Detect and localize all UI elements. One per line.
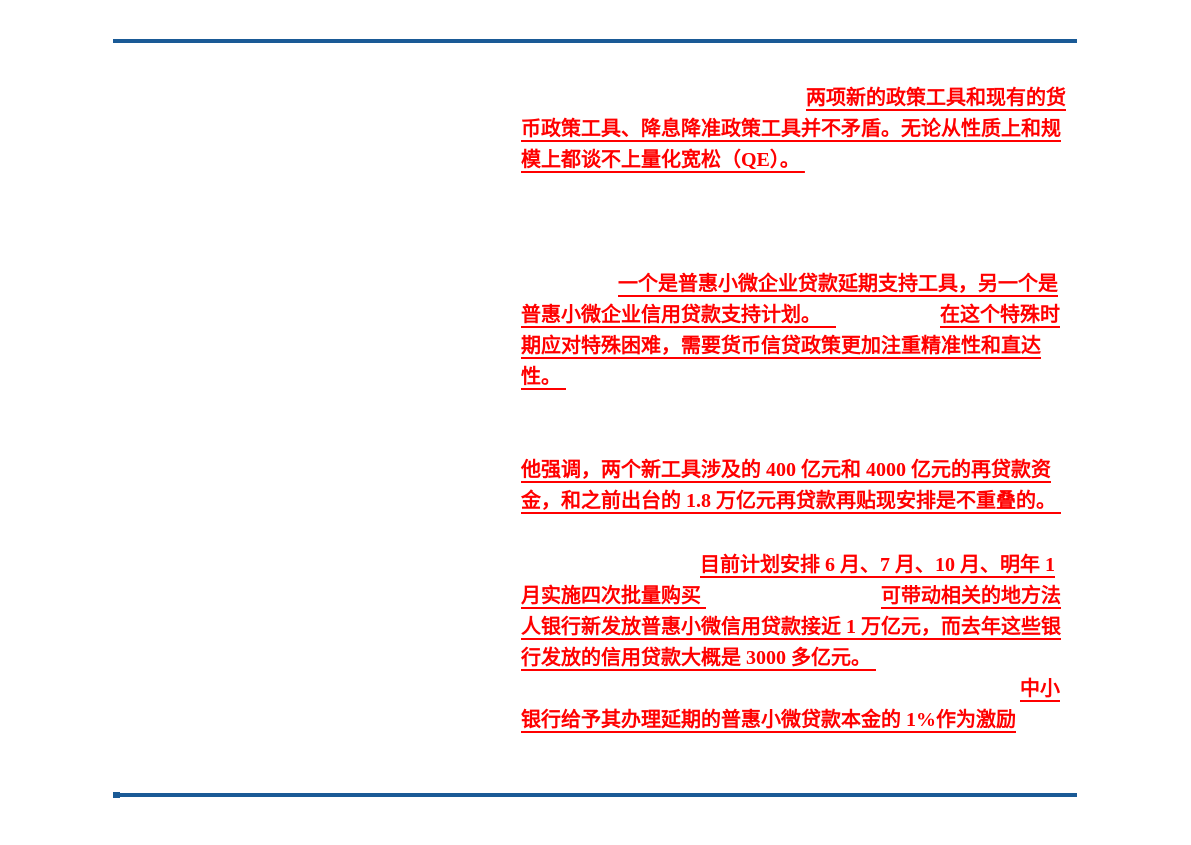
red-text-segment: 月实施四次批量购买 bbox=[521, 585, 706, 607]
red-text-segment: 期应对特殊困难，需要货币信贷政策更加注重精准性和直达 bbox=[521, 335, 1041, 357]
red-text-segment: 普惠小微企业信用贷款支持计划。 bbox=[521, 304, 836, 326]
red-text-segment: 银行给予其办理延期的普惠小微贷款本金的 1%作为激励 bbox=[521, 709, 1016, 731]
red-text-segment: 模上都谈不上量化宽松（QE）。 bbox=[521, 149, 805, 171]
red-text-segment: 在这个特殊时 bbox=[940, 304, 1060, 326]
top-rule bbox=[113, 39, 1077, 43]
red-text-segment: 人银行新发放普惠小微信用贷款接近 1 万亿元，而去年这些银 bbox=[521, 616, 1061, 638]
red-text-segment: 性。 bbox=[521, 366, 566, 388]
red-text-segment: 金，和之前出台的 1.8 万亿元再贷款再贴现安排是不重叠的。 bbox=[521, 490, 1061, 512]
red-text-segment: 两项新的政策工具和现有的货 bbox=[806, 87, 1066, 109]
red-text-segment: 行发放的信用贷款大概是 3000 多亿元。 bbox=[521, 647, 876, 669]
red-text-segment: 他强调，两个新工具涉及的 400 亿元和 4000 亿元的再贷款资 bbox=[521, 459, 1051, 481]
red-text-segment: 目前计划安排 6 月、7 月、10 月、明年 1 bbox=[700, 554, 1055, 576]
red-text-segment: 中小 bbox=[1020, 678, 1060, 700]
red-text-segment: 币政策工具、降息降准政策工具并不矛盾。无论从性质上和规 bbox=[521, 118, 1061, 140]
red-text-segment: 一个是普惠小微企业贷款延期支持工具，另一个是 bbox=[618, 273, 1058, 295]
bottom-rule bbox=[113, 792, 1077, 798]
red-text-segment: 可带动相关的地方法 bbox=[881, 585, 1061, 607]
